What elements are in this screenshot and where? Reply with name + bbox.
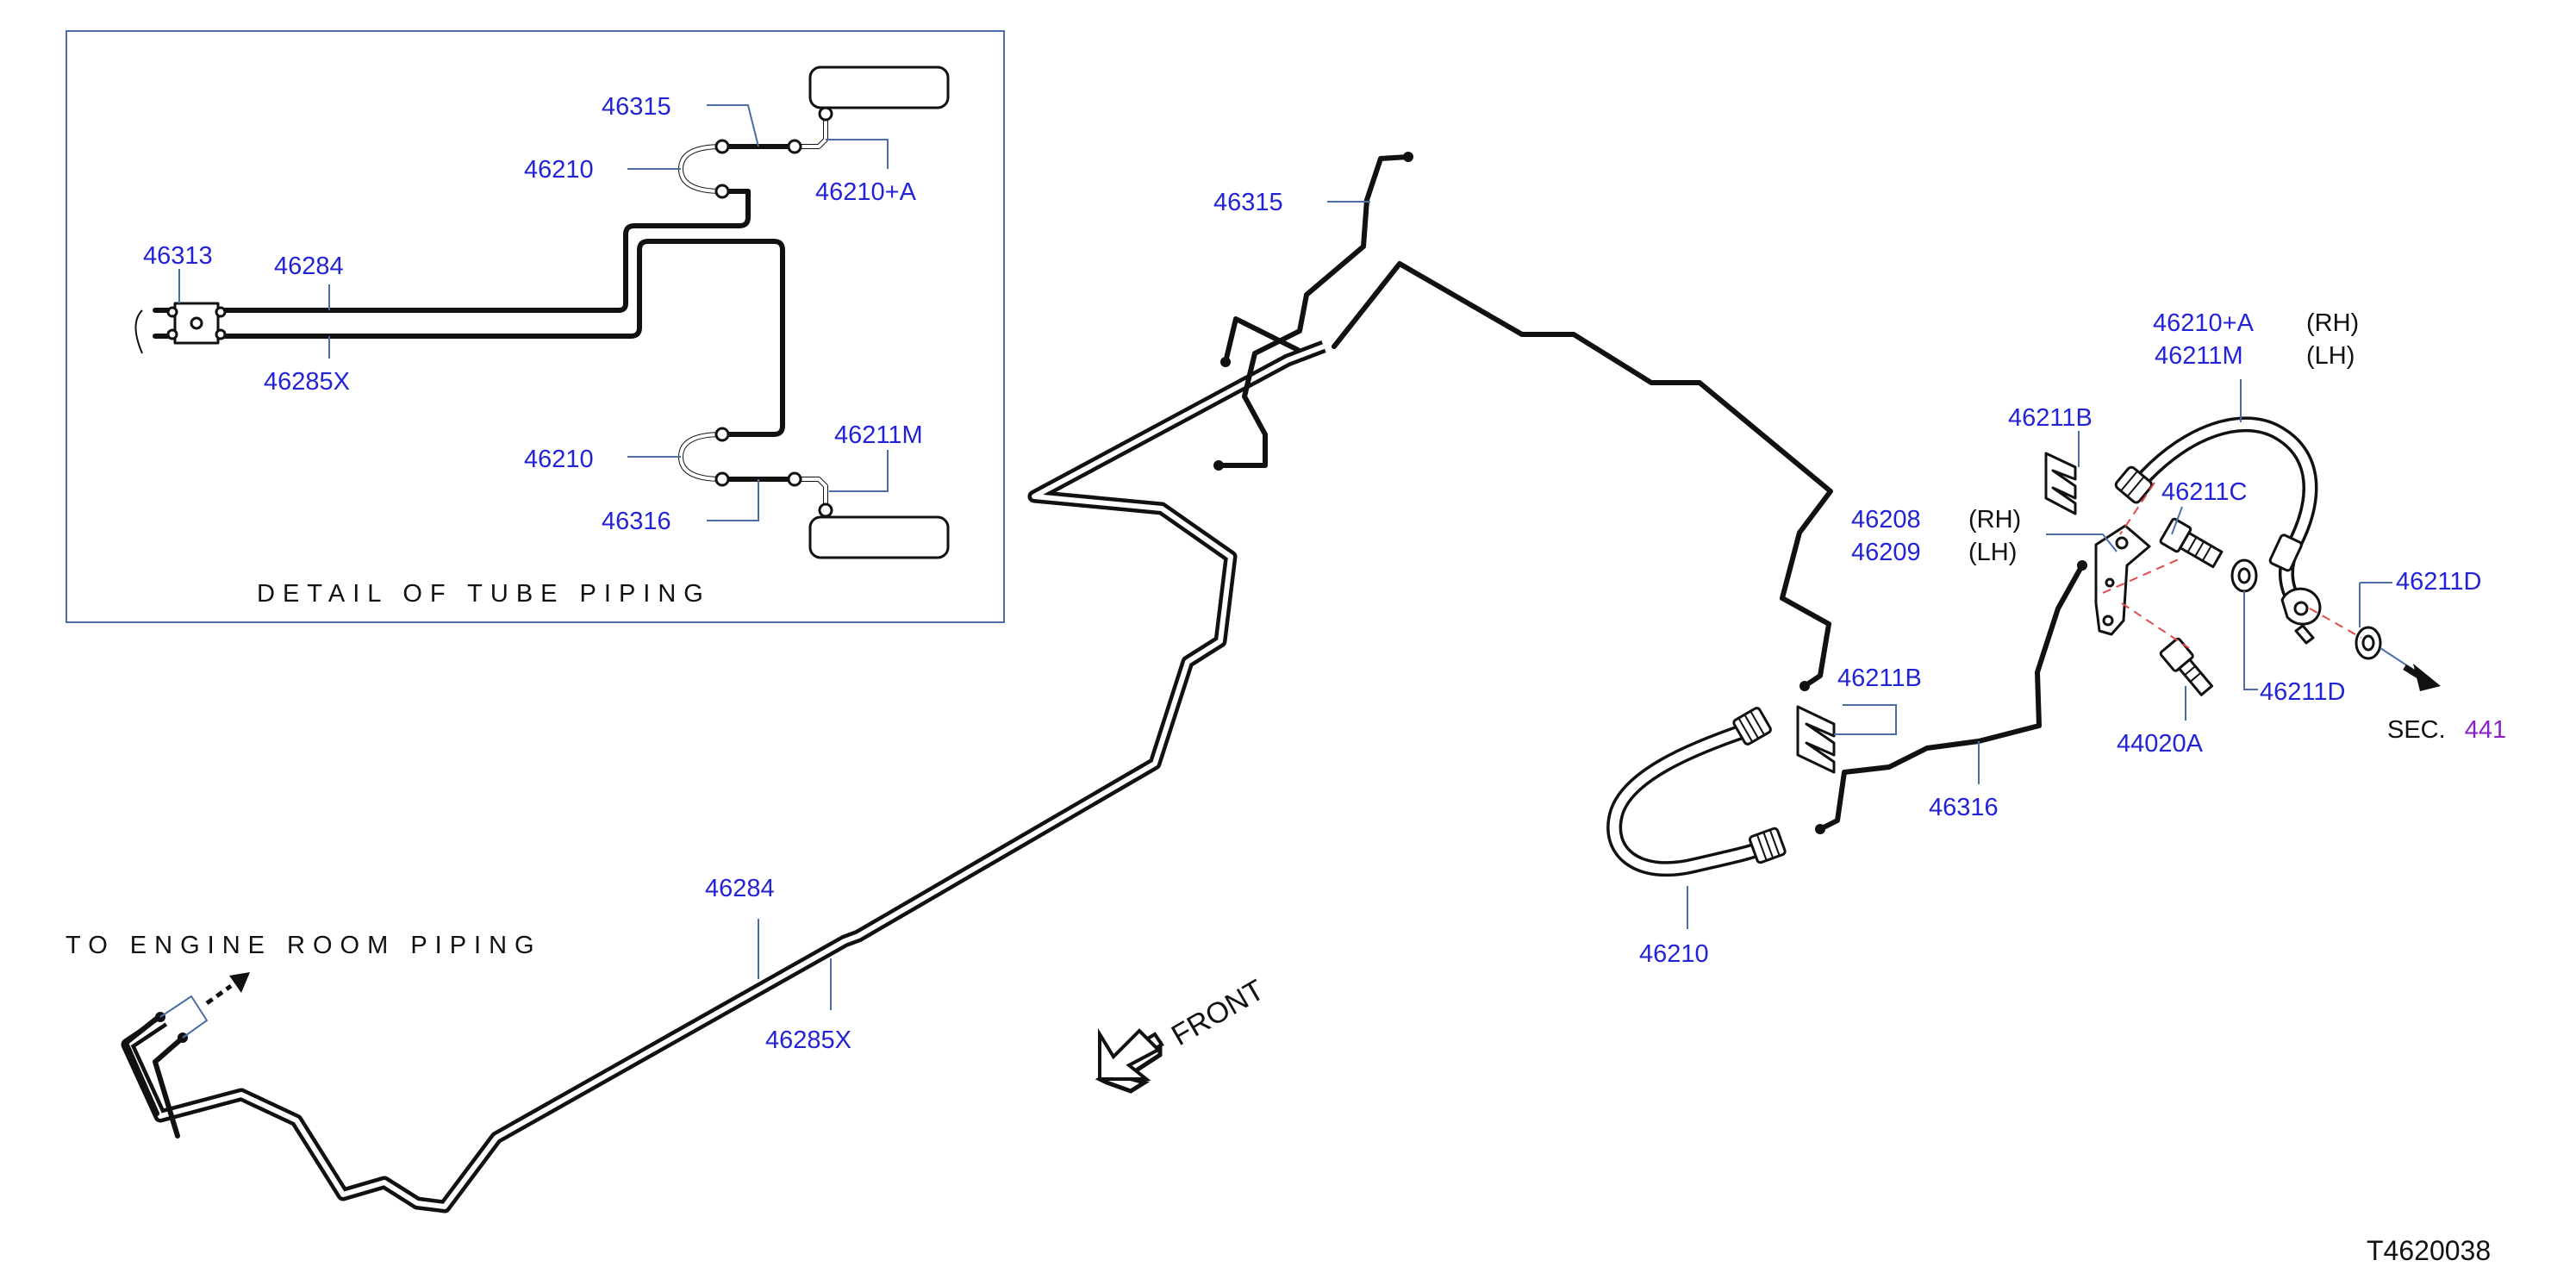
sec-prefix: SEC. [2387, 716, 2446, 744]
bolt-46211C [2159, 517, 2224, 569]
label-46313-detail: 46313 [143, 242, 213, 270]
diagram-code: T4620038 [2367, 1235, 2491, 1266]
main-tube-short [1220, 316, 1300, 367]
main-tube-46316 [1815, 560, 2087, 834]
front-text: FRONT [1166, 973, 1269, 1051]
clip-46211B-top [2044, 452, 2077, 515]
detail-pipes [134, 106, 833, 518]
label-44020A: 44020A [2117, 730, 2204, 758]
label-46209: 46209 [1851, 539, 1921, 566]
label-46211D-upper: 46211D [2396, 568, 2481, 596]
label-46211B-top: 46211B [2008, 404, 2093, 432]
label-rh-46210A: (RH) [2306, 309, 2359, 337]
label-46284-detail: 46284 [274, 253, 344, 280]
lower-hose-46210 [1606, 707, 1787, 877]
label-46210A-detail: 46210+A [815, 178, 917, 206]
front-arrow-icon [1095, 1027, 1164, 1094]
label-46210-detail-bottom: 46210 [524, 446, 594, 473]
main-tube-46284 [121, 340, 1326, 1213]
washer-46211D-left [2230, 558, 2258, 593]
engine-room-text: TO ENGINE ROOM PIPING [65, 932, 542, 959]
label-46211C: 46211C [2161, 478, 2247, 506]
main-labels: 46315 46284 46285X 46210 46316 46211B 46… [65, 189, 2506, 1266]
label-46211M: 46211M [2155, 342, 2243, 370]
label-46210A: 46210+A [2153, 309, 2255, 337]
engine-room-pipes [123, 972, 250, 1139]
label-46210-detail-top: 46210 [524, 156, 594, 184]
label-46210: 46210 [1639, 940, 1709, 968]
label-46315-detail: 46315 [602, 93, 671, 121]
label-46211M-detail: 46211M [834, 421, 923, 449]
bracket [2094, 524, 2151, 636]
engine-room-arrow [229, 972, 250, 993]
detail-frame [65, 30, 1005, 623]
label-rh-46208: (RH) [1968, 506, 2021, 533]
detail-labels: 46315 46210 46210+A 46313 46284 46285X 4… [143, 93, 923, 608]
main-tube-46208 [1332, 261, 1833, 691]
detail-caption: DETAIL OF TUBE PIPING [257, 580, 711, 608]
detail-inset: 46315 46210 46210+A 46313 46284 46285X 4… [65, 30, 1005, 623]
sec-number: 441 [2465, 716, 2506, 744]
clip-46211B-mid [1796, 705, 1836, 774]
main-leaders [758, 201, 2392, 1010]
label-46285X-detail: 46285X [264, 368, 350, 396]
upper-hose-46210A [2114, 416, 2322, 645]
label-46285X: 46285X [765, 1026, 851, 1054]
label-46316-detail: 46316 [602, 508, 671, 535]
detail-bottom-cylinder [808, 515, 950, 559]
assembly-dash-lines [2102, 482, 2362, 649]
label-46315: 46315 [1213, 189, 1283, 216]
detail-top-cylinder [808, 66, 950, 109]
label-lh-46211M: (LH) [2306, 342, 2355, 370]
sec-arrow [2380, 647, 2441, 691]
label-lh-46209: (LH) [1968, 539, 2017, 566]
washer-46211D-right [2355, 626, 2382, 660]
label-46284: 46284 [705, 875, 775, 902]
label-sec: SEC. 441 [2387, 716, 2506, 744]
detail-leaders [178, 104, 889, 521]
main-tube-46315 [1213, 152, 1413, 471]
label-46316: 46316 [1929, 794, 1999, 821]
label-46211D-lower: 46211D [2260, 678, 2345, 706]
label-46211B-mid: 46211B [1837, 664, 1922, 692]
label-46208: 46208 [1851, 506, 1921, 533]
